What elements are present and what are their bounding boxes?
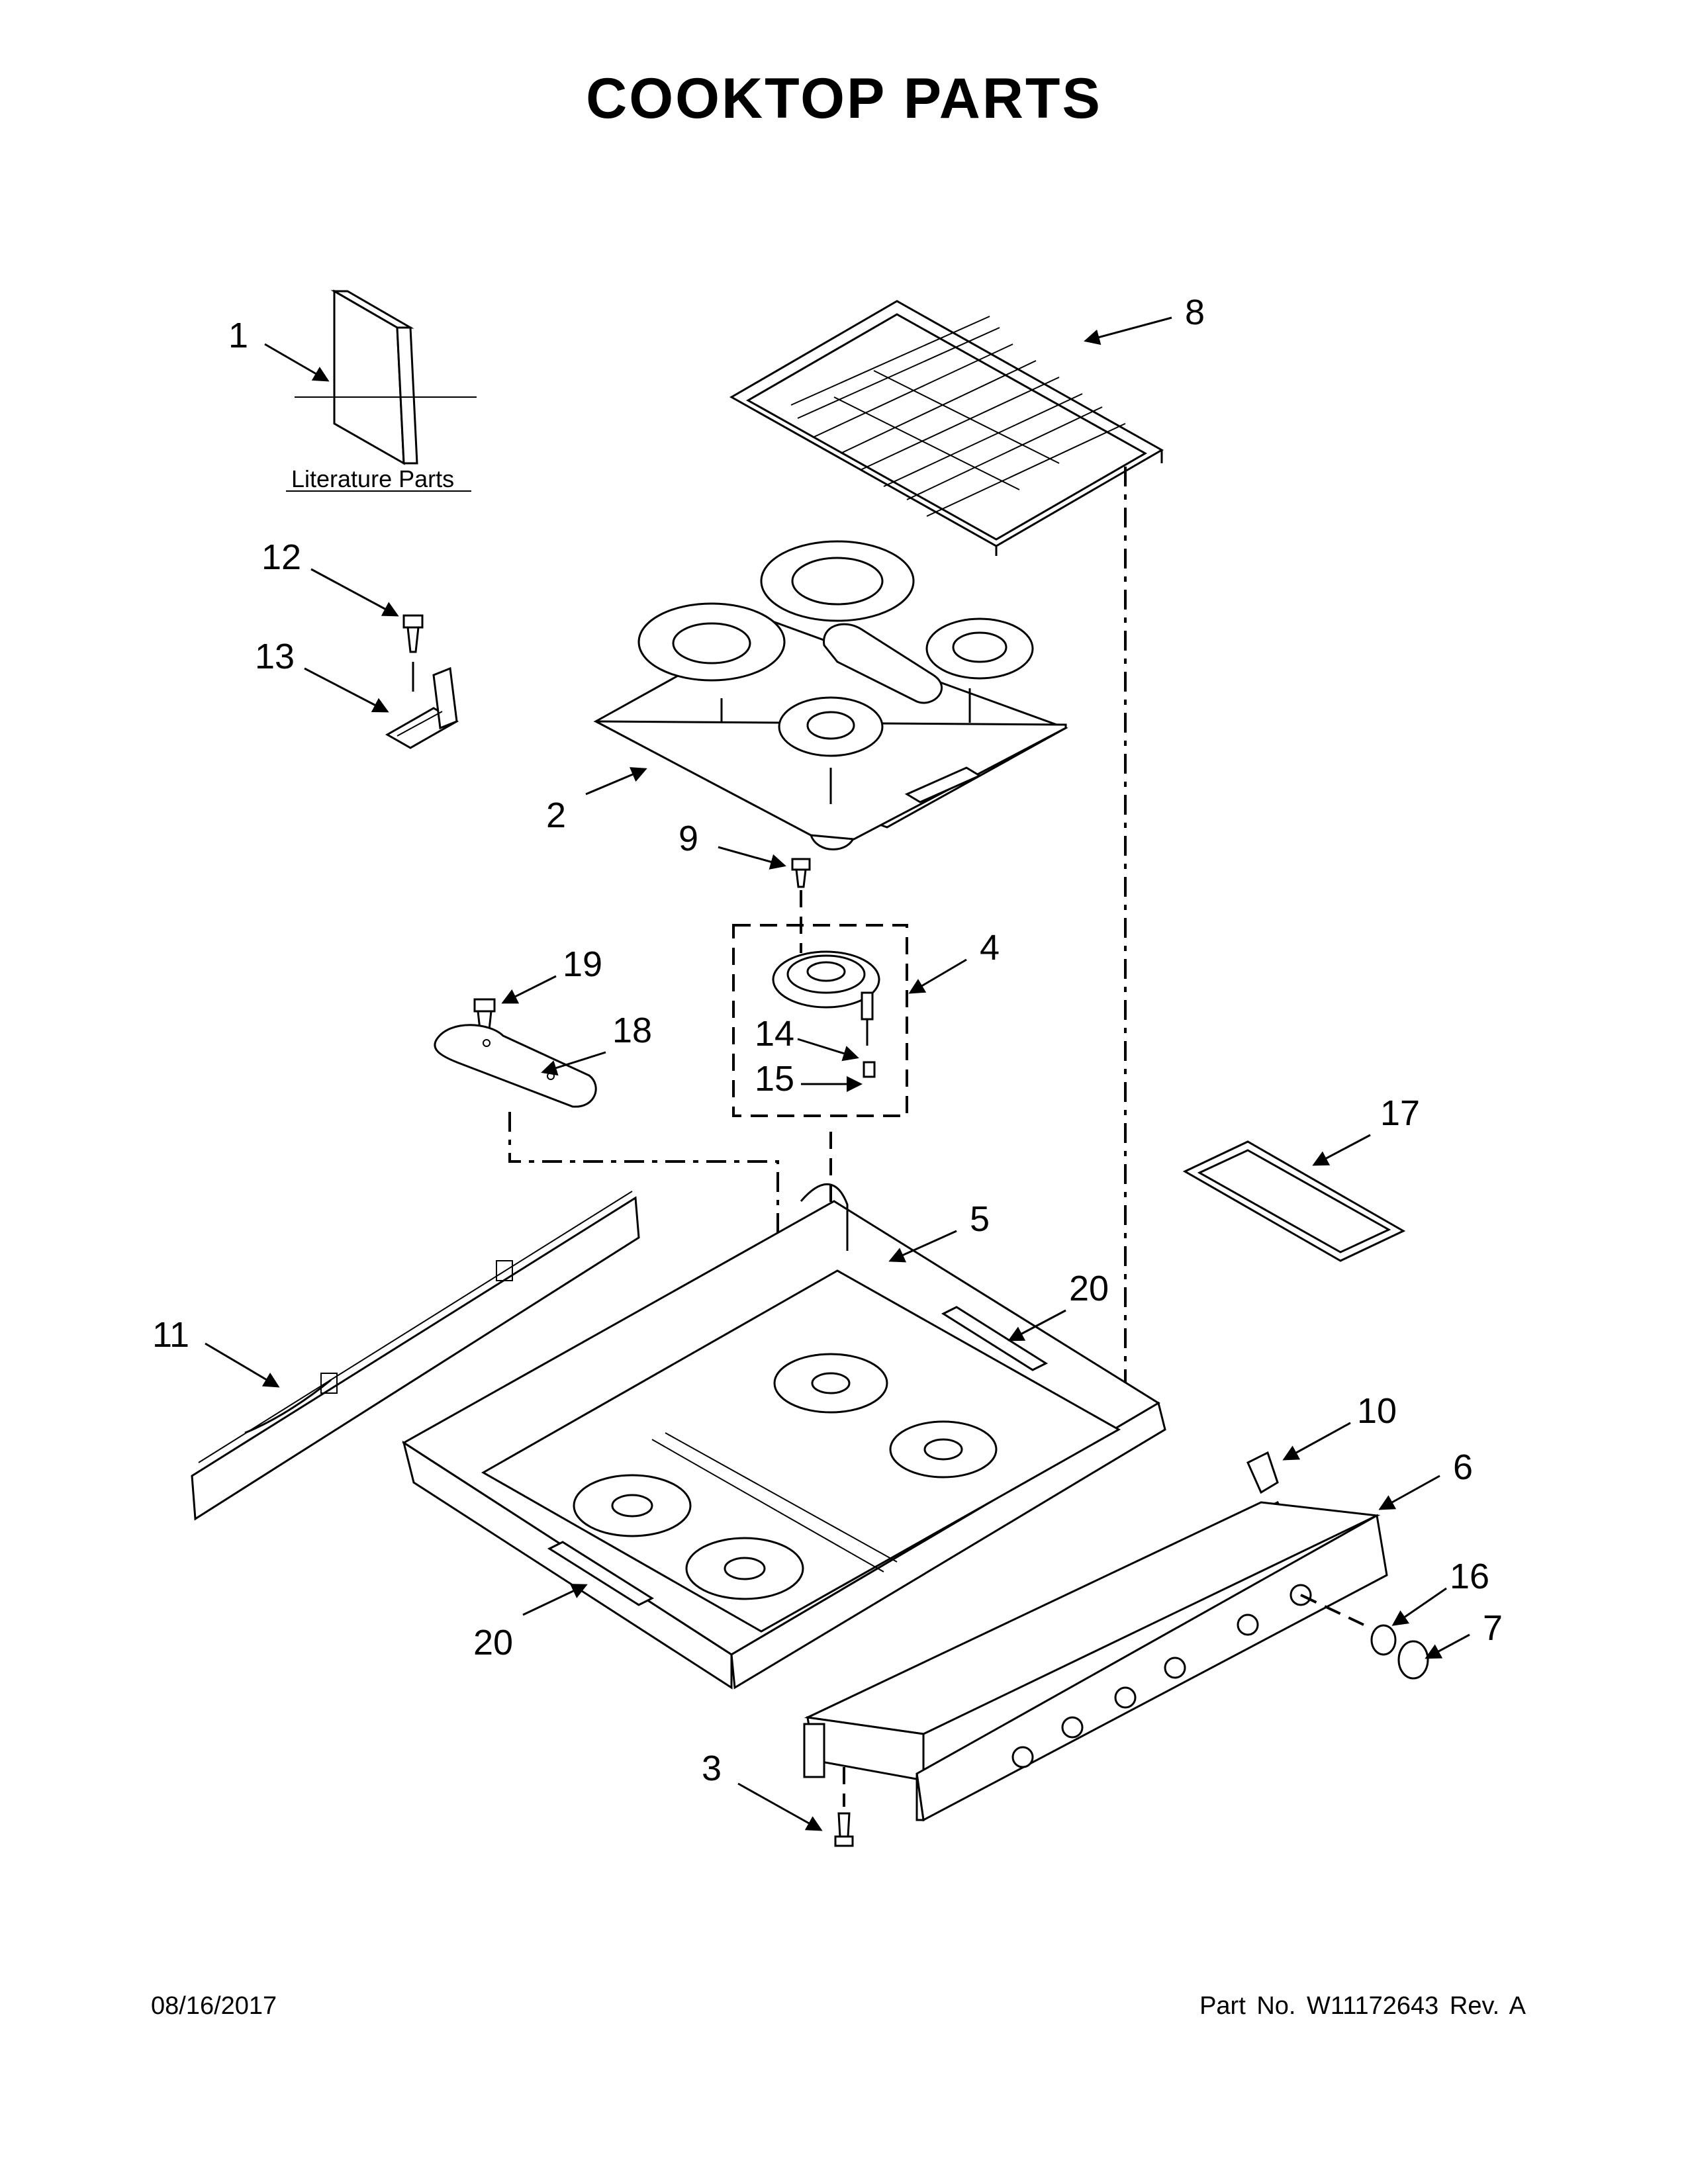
callout-16: 16 xyxy=(1450,1557,1489,1596)
callout-9: 9 xyxy=(679,819,698,858)
cooktop-panel xyxy=(593,540,1068,850)
bracket-13 xyxy=(385,666,459,749)
literature-booklet xyxy=(295,289,477,465)
burner-assembly-box xyxy=(732,924,908,1117)
callout-15: 15 xyxy=(755,1059,794,1099)
callout-2: 2 xyxy=(546,796,566,835)
callout-7: 7 xyxy=(1483,1608,1503,1648)
callout-4: 4 xyxy=(980,928,1000,968)
page-title: COOKTOP PARTS xyxy=(586,67,1102,130)
callout-3: 3 xyxy=(702,1749,722,1788)
callout-20-left: 20 xyxy=(473,1623,513,1662)
burner-cap-cover-18 xyxy=(434,1024,597,1108)
literature-parts-label: Literature Parts xyxy=(291,465,454,492)
guide-line-knob xyxy=(1300,1594,1364,1626)
footer-part-number: Part No. W11172643 Rev. A xyxy=(1199,1992,1526,2020)
callout-12: 12 xyxy=(261,537,301,577)
leader-arrows xyxy=(205,316,1470,1831)
callout-8: 8 xyxy=(1185,293,1205,332)
screw-9 xyxy=(791,858,811,888)
bezel-16 xyxy=(1370,1624,1397,1656)
screw-12 xyxy=(402,614,424,692)
callout-14: 14 xyxy=(755,1014,794,1054)
callout-5: 5 xyxy=(970,1199,990,1239)
burner-grate xyxy=(729,300,1164,556)
hinge-20-right xyxy=(941,1306,1049,1371)
manifold-panel-6 xyxy=(803,1501,1388,1822)
burner-assembly xyxy=(772,950,880,1078)
callout-18: 18 xyxy=(612,1011,652,1050)
footer-date: 08/16/2017 xyxy=(151,1992,277,2020)
knob-7 xyxy=(1397,1640,1429,1680)
window-panel-17 xyxy=(1182,1140,1406,1262)
callout-6: 6 xyxy=(1453,1447,1473,1487)
callout-10: 10 xyxy=(1357,1391,1397,1431)
callout-13: 13 xyxy=(255,637,295,676)
callout-1: 1 xyxy=(228,316,248,355)
callout-11: 11 xyxy=(152,1315,189,1355)
callout-17: 17 xyxy=(1380,1093,1420,1133)
rear-panel-11 xyxy=(191,1191,640,1521)
callout-19: 19 xyxy=(563,944,602,984)
hinge-20-left xyxy=(547,1541,655,1606)
screw-3 xyxy=(834,1767,854,1847)
callout-20-right: 20 xyxy=(1069,1269,1109,1308)
guide-line-18 xyxy=(508,1112,779,1476)
